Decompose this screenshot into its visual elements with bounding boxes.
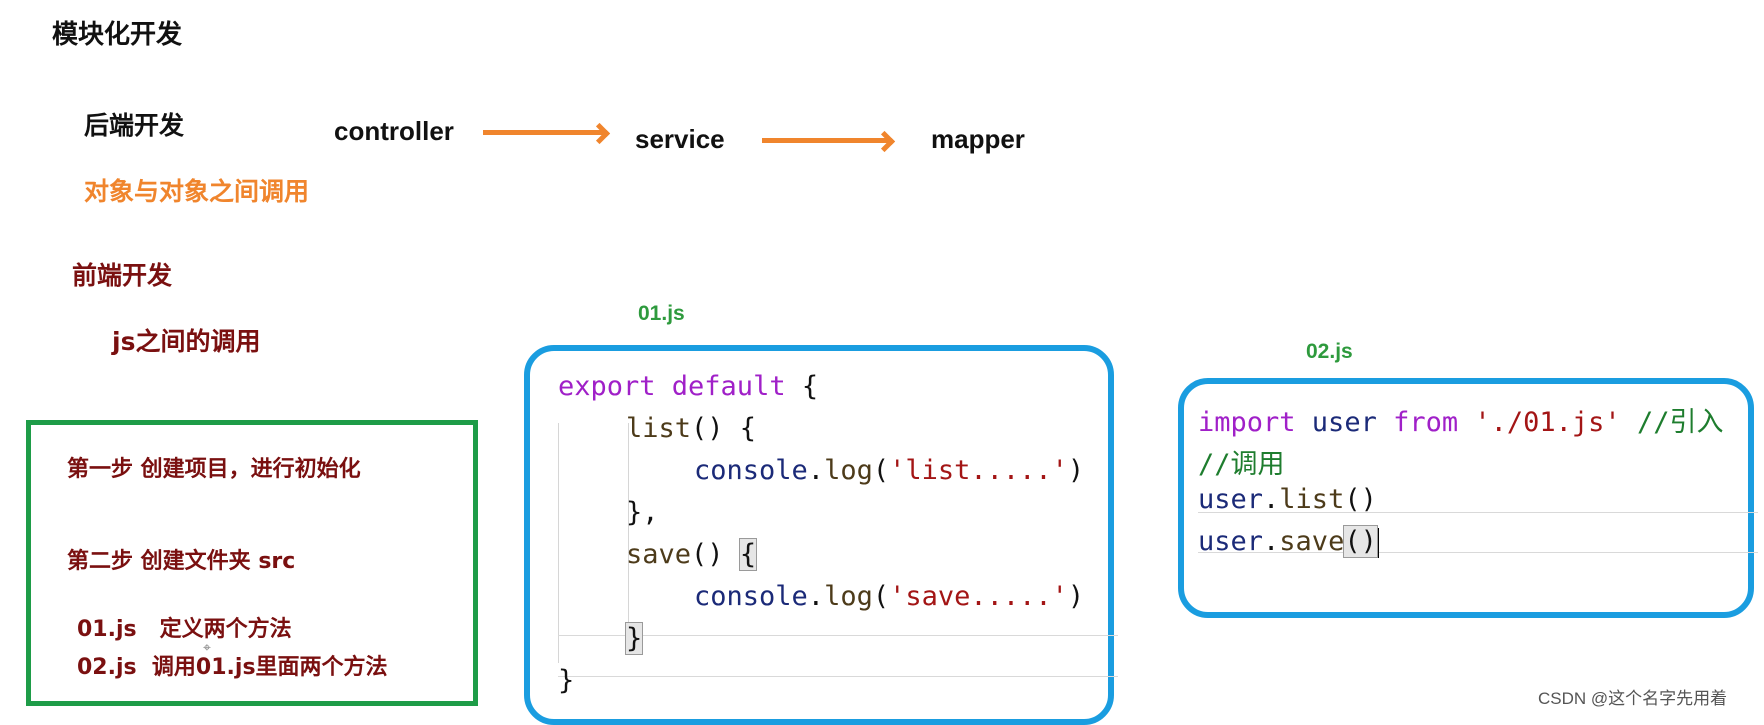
mouse-cursor-icon: ⌖: [203, 640, 211, 656]
text-caret: [1376, 527, 1379, 558]
code-line: user.list(): [1198, 484, 1377, 515]
current-line-highlight: [558, 635, 1118, 636]
flow-arrow-1: [483, 130, 603, 135]
flow-mapper-label: mapper: [931, 124, 1025, 154]
code-line: //调用: [1198, 449, 1285, 480]
code-line[interactable]: user.save(): [1198, 525, 1379, 558]
backend-note: 对象与对象之间调用: [84, 177, 310, 206]
current-line-highlight: [558, 676, 1118, 677]
watermark: CSDN @这个名字先用着: [1538, 689, 1728, 708]
step-2: 第二步 创建文件夹 src: [67, 549, 296, 574]
code-line: }: [624, 622, 644, 655]
frontend-note: js之间的调用: [112, 327, 261, 356]
frontend-heading: 前端开发: [72, 261, 173, 290]
flow-service-label: service: [635, 124, 725, 154]
code-line: }: [558, 665, 575, 696]
current-line-highlight: [1198, 512, 1758, 513]
flow-arrow-2: [762, 138, 888, 143]
current-line-highlight: [1198, 552, 1758, 553]
file1-label: 01.js: [638, 302, 685, 325]
indent-guide: [628, 423, 629, 653]
page-title: 模块化开发: [52, 20, 183, 50]
step-4: 02.js 调用01.js里面两个方法: [77, 655, 388, 680]
code-line: import user from './01.js' //引入: [1198, 407, 1724, 438]
flow-controller-label: controller: [334, 116, 454, 146]
code-line: list() {: [626, 413, 757, 444]
indent-guide: [558, 423, 559, 663]
code-line: save() {: [626, 538, 758, 571]
step-3: 01.js 定义两个方法: [77, 617, 292, 642]
step-1: 第一步 创建项目，进行初始化: [67, 457, 361, 482]
code-line: export default {: [558, 371, 819, 402]
code-editor-01js: export default { list() { console.log('l…: [524, 345, 1118, 725]
code-line: console.log('save.....'): [694, 581, 1085, 612]
file2-label: 02.js: [1306, 340, 1353, 363]
backend-heading: 后端开发: [84, 111, 185, 140]
steps-box: 第一步 创建项目，进行初始化 第二步 创建文件夹 src 01.js 定义两个方…: [26, 420, 478, 706]
code-line: },: [626, 497, 659, 528]
code-editor-02js: import user from './01.js' //引入 //调用 use…: [1178, 378, 1758, 618]
code-line: console.log('list.....'): [694, 455, 1085, 486]
